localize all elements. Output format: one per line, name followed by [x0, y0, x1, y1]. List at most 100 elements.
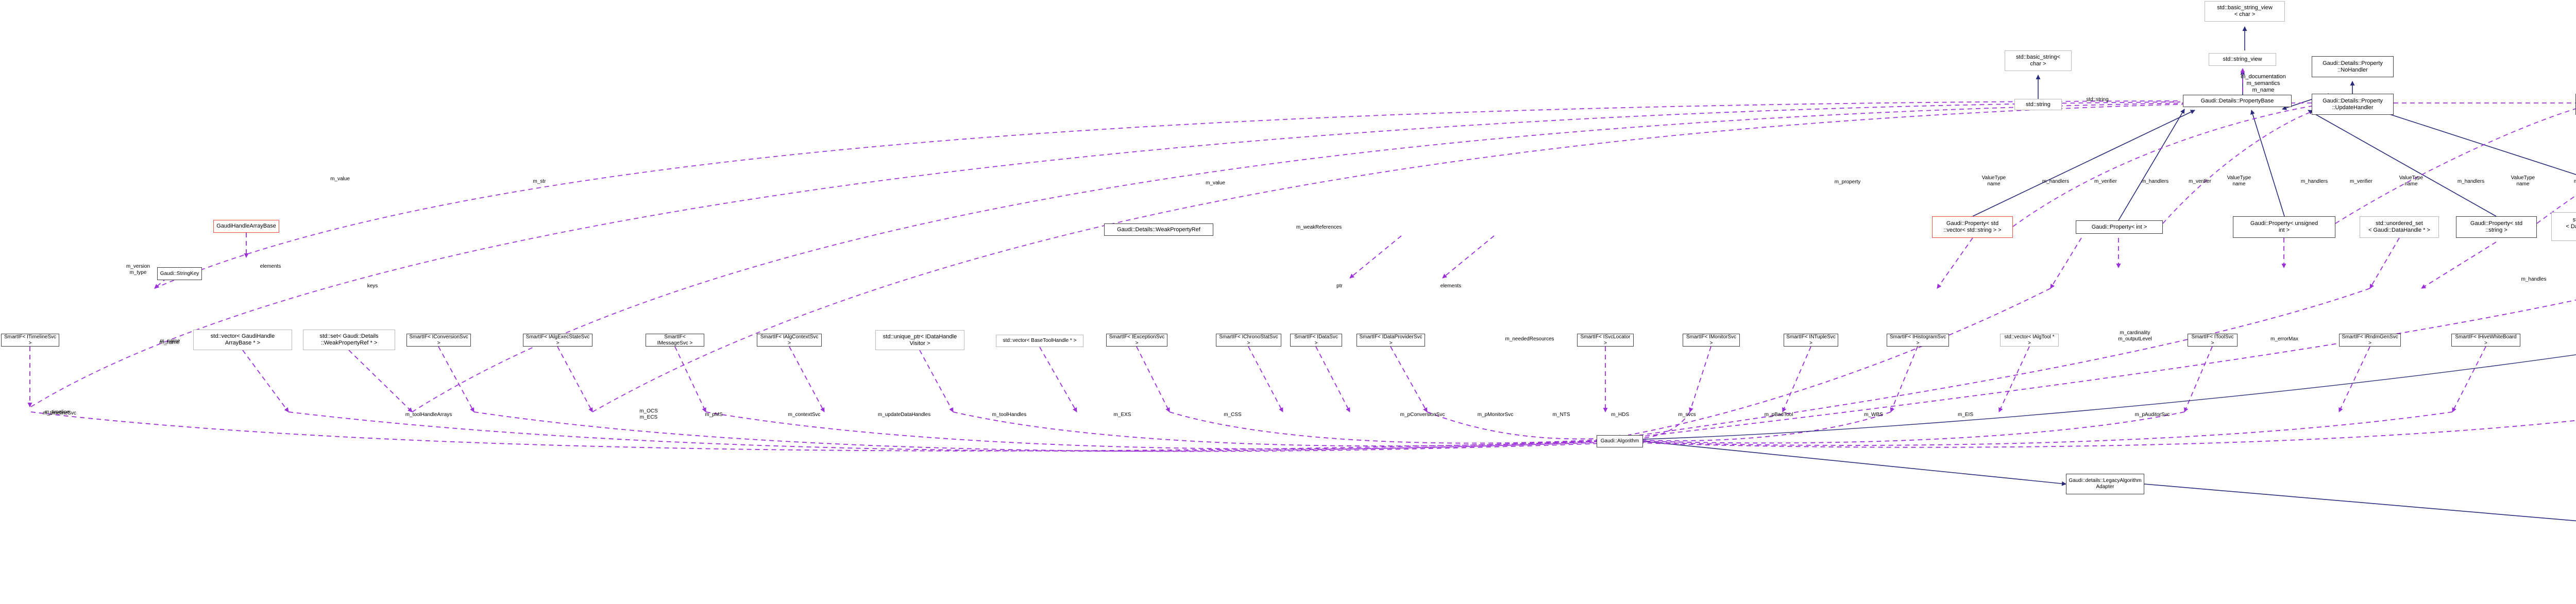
class-node-property_base[interactable]: Gaudi::Details::PropertyBase	[2183, 95, 2292, 107]
class-node-smartif_idatasvc[interactable]: SmartIF< IDataSvc >	[1290, 334, 1342, 347]
class-node-std_string[interactable]: std::string	[2014, 99, 2062, 110]
class-node-update_handler[interactable]: Gaudi::Details::Property ::UpdateHandler	[2312, 94, 2394, 115]
edge-label-lbl_m_contextsvc: m_contextSvc	[788, 412, 821, 418]
class-node-smartif_itimelinesvc[interactable]: SmartIF< ITimelineSvc >	[1, 334, 59, 347]
class-node-smartif_intuplesvc[interactable]: SmartIF< INTupleSvc >	[1784, 334, 1838, 347]
class-node-basic_string[interactable]: std::basic_string< char >	[2005, 50, 2072, 71]
edge-label-lbl_m_errormax: m_errorMax	[2270, 336, 2298, 342]
class-node-smartif_iexceptionsvc[interactable]: SmartIF< IExceptionSvc >	[1106, 334, 1167, 347]
class-node-smartif_irndmgensvc[interactable]: SmartIF< IRndmGenSvc >	[2339, 334, 2401, 347]
class-node-label: SmartIF< IRndmGenSvc >	[2342, 334, 2398, 346]
edge-label-lbl_m_value_1: m_value	[1206, 180, 1225, 186]
edge-label-lbl_m_handlers_5: m_handlers	[2568, 179, 2576, 185]
class-node-label: Gaudi::Details::Property ::UpdateHandler	[2323, 97, 2383, 111]
class-node-label: Gaudi::Property< std ::string >	[2470, 220, 2523, 233]
edge-label-lbl_m_eis: m_EIS	[1957, 412, 1973, 418]
class-node-label: SmartIF< IAlgExecStateSvc >	[526, 334, 590, 346]
class-node-meal_property_ref[interactable]: Gaudi::Details::WeakPropertyRef	[1104, 223, 1213, 236]
class-node-label: SmartIF< IExceptionSvc >	[1109, 334, 1165, 346]
class-node-smartif_idataprovidersvc[interactable]: SmartIF< IDataProviderSvc >	[1357, 334, 1425, 347]
class-node-label: std::unordered_set < DataObjID, DataObjI…	[2566, 216, 2576, 230]
class-node-label: std::vector< IAlgTool * >	[2004, 334, 2055, 346]
class-node-smartif_imessagesvc[interactable]: SmartIF< IMessageSvc >	[646, 334, 704, 347]
class-node-smartif_imonitorsvc[interactable]: SmartIF< IMonitorSvc >	[1683, 334, 1740, 347]
class-node-vec_gaudi_handle_array[interactable]: std::vector< GaudiHandle ArrayBase * >	[193, 330, 292, 350]
edge-label-lbl_m_pauditorsvc: m_pAuditorSvc	[2134, 412, 2170, 418]
class-node-smartif_isvclocator[interactable]: SmartIF< ISvcLocator >	[1577, 334, 1634, 347]
edge-label-lbl_m_weakreferences: m_weakReferences	[1296, 225, 1342, 230]
edge-label-lbl_m_version_m_type: m_version m_type	[126, 264, 150, 275]
edge-label-lbl_m_documentation: m_documentation m_semantics m_name	[2241, 74, 2286, 93]
class-node-label: std::unique_ptr< IDataHandle Visitor >	[883, 333, 957, 347]
edge-label-lbl_keys: keys	[367, 283, 378, 289]
class-node-label: Gaudi::StringKey	[160, 270, 199, 277]
class-node-label: SmartIF< INTupleSvc >	[1786, 334, 1836, 346]
class-node-set_weak_property_ref[interactable]: std::set< Gaudi::Details ::WeakPropertyR…	[303, 330, 395, 350]
class-node-label: std::set< Gaudi::Details ::WeakPropertyR…	[319, 333, 379, 346]
class-node-prop_std_string[interactable]: Gaudi::Property< std ::string >	[2456, 216, 2537, 238]
class-node-label: Gaudi::Details::Property ::NoHandler	[2323, 60, 2383, 73]
edge-label-lbl_valuetype_name_4: ValueType name	[2511, 175, 2535, 187]
class-node-no_handler[interactable]: Gaudi::Details::Property ::NoHandler	[2312, 56, 2394, 77]
edge-label-lbl_m_handlers_2: m_handlers	[2141, 179, 2169, 184]
edge-label-lbl_std_string_top: std::string	[2086, 97, 2109, 102]
class-node-label: SmartIF< IAlgContextSvc >	[760, 334, 819, 346]
edge-label-lbl_m_neededresources: m_neededResources	[1505, 336, 1554, 342]
class-node-prop_int[interactable]: Gaudi::Property< int >	[2076, 220, 2163, 234]
class-node-label: SmartIF< ISvcLocator >	[1580, 334, 1631, 346]
edge-label-lbl_valuetype_name_2: ValueType name	[2227, 175, 2251, 187]
edge-label-lbl_m_passtolerate: m_pMonitorSvc	[1477, 412, 1514, 418]
edge-label-lbl_m_str: m_str	[533, 179, 546, 184]
class-node-gaudi_handle_array_base[interactable]: GaudiHandleArrayBase	[213, 220, 279, 233]
class-node-label: Gaudi::Algorithm	[1600, 438, 1639, 444]
class-node-smartif_ihivewhiteboard[interactable]: SmartIF< IHiveWhiteBoard >	[2451, 334, 2520, 347]
edge-label-lbl_m_hds: m_HDS	[1611, 412, 1629, 418]
edge-label-lbl_m_ocs_m_ecs: m_OCS m_ECS	[639, 408, 658, 420]
class-node-smartif_ialgcontextsvc[interactable]: SmartIF< IAlgContextSvc >	[757, 334, 822, 347]
class-node-unordered_set_dh[interactable]: std::unordered_set < Gaudi::DataHandle *…	[2360, 216, 2439, 238]
class-node-vec_ialgtool[interactable]: std::vector< IAlgTool * >	[2000, 334, 2059, 347]
edge-label-lbl_m_svcs: m_svcs	[1678, 412, 1696, 418]
class-node-gaudi_string_key[interactable]: Gaudi::StringKey	[157, 267, 202, 280]
class-node-prop_vec_string[interactable]: Gaudi::Property< std ::vector< std::stri…	[1932, 216, 2013, 238]
edge-label-lbl_m_name_center: m_name	[160, 338, 180, 344]
class-node-label: std::vector< GaudiHandle ArrayBase * >	[210, 333, 275, 346]
edge-label-lbl_m_cardinality: m_cardinality m_outputLevel	[2118, 330, 2152, 342]
class-node-smartif_iconversionsvc[interactable]: SmartIF< IConversionSvc >	[406, 334, 471, 347]
class-node-smartif_itoolsvc[interactable]: SmartIF< IToolSvc >	[2188, 334, 2238, 347]
class-node-label: Gaudi::Property< unsigned int >	[2250, 220, 2318, 233]
class-node-label: std::basic_string_view < char >	[2217, 5, 2273, 18]
class-node-vec_basetoolhandle[interactable]: std::vector< BaseToolHandle * >	[996, 335, 1083, 347]
class-node-label: std::vector< BaseToolHandle * >	[1003, 338, 1077, 344]
class-node-smartif_ichronostatsvc[interactable]: SmartIF< IChronoStatSvc >	[1216, 334, 1281, 347]
class-node-unordered_set_dobjid[interactable]: std::unordered_set < DataObjID, DataObjI…	[2551, 212, 2576, 241]
class-node-label: SmartIF< IMonitorSvc >	[1686, 334, 1736, 346]
edge-label-lbl_m_property: m_property	[1834, 179, 1861, 185]
class-node-label: SmartIF< IDataSvc >	[1294, 334, 1338, 346]
edge-label-lbl_m_verifier_3: m_verifier	[2350, 179, 2372, 184]
class-node-unique_ptr_idatahandlevisitor[interactable]: std::unique_ptr< IDataHandle Visitor >	[875, 330, 964, 350]
class-node-smartif_ihistogramsvc[interactable]: SmartIF< IHistogramSvc >	[1887, 334, 1949, 347]
class-node-string_view[interactable]: std::string_view	[2209, 53, 2276, 66]
class-node-label: std::string_view	[2223, 56, 2262, 63]
edge-label-lbl_m_updatedatahandles: m_updateDataHandles	[877, 412, 931, 418]
class-node-label: std::basic_string< char >	[2016, 54, 2060, 67]
class-node-label: std::unordered_set < Gaudi::DataHandle *…	[2368, 220, 2430, 233]
class-node-label: SmartIF< IHistogramSvc >	[1889, 334, 1946, 346]
class-node-gaudi_algorithm[interactable]: Gaudi::Algorithm	[1597, 435, 1643, 447]
class-node-label: SmartIF< IConversionSvc >	[409, 334, 468, 346]
edge-label-lbl_m_exs: m_EXS	[1113, 412, 1131, 418]
class-node-label: GaudiHandleArrayBase	[216, 223, 276, 230]
class-node-legacy_algorithm_adapter[interactable]: Gaudi::details::LegacyAlgorithm Adapter	[2066, 474, 2144, 494]
class-node-prop_uint[interactable]: Gaudi::Property< unsigned int >	[2233, 216, 2335, 238]
class-node-label: Gaudi::Property< std ::vector< std::stri…	[1943, 220, 2002, 233]
class-node-basic_string_view[interactable]: std::basic_string_view < char >	[2205, 1, 2285, 22]
edge-label-lbl_m_handlers_1: m_handlers	[2042, 179, 2070, 184]
edge-label-lbl_m_pms: m_pMS	[705, 412, 723, 418]
edge-label-lbl_m_wbs: m_WBS	[1864, 412, 1883, 418]
edge-label-lbl_m_timeline_bottom: m_timeline	[44, 409, 70, 415]
edge-label-lbl_m_value_2: m_value	[330, 176, 350, 182]
edge-label-lbl_m_handles_mid: m_handles	[2521, 277, 2547, 282]
class-node-smartif_ialgexecstatesvc[interactable]: SmartIF< IAlgExecStateSvc >	[523, 334, 592, 347]
